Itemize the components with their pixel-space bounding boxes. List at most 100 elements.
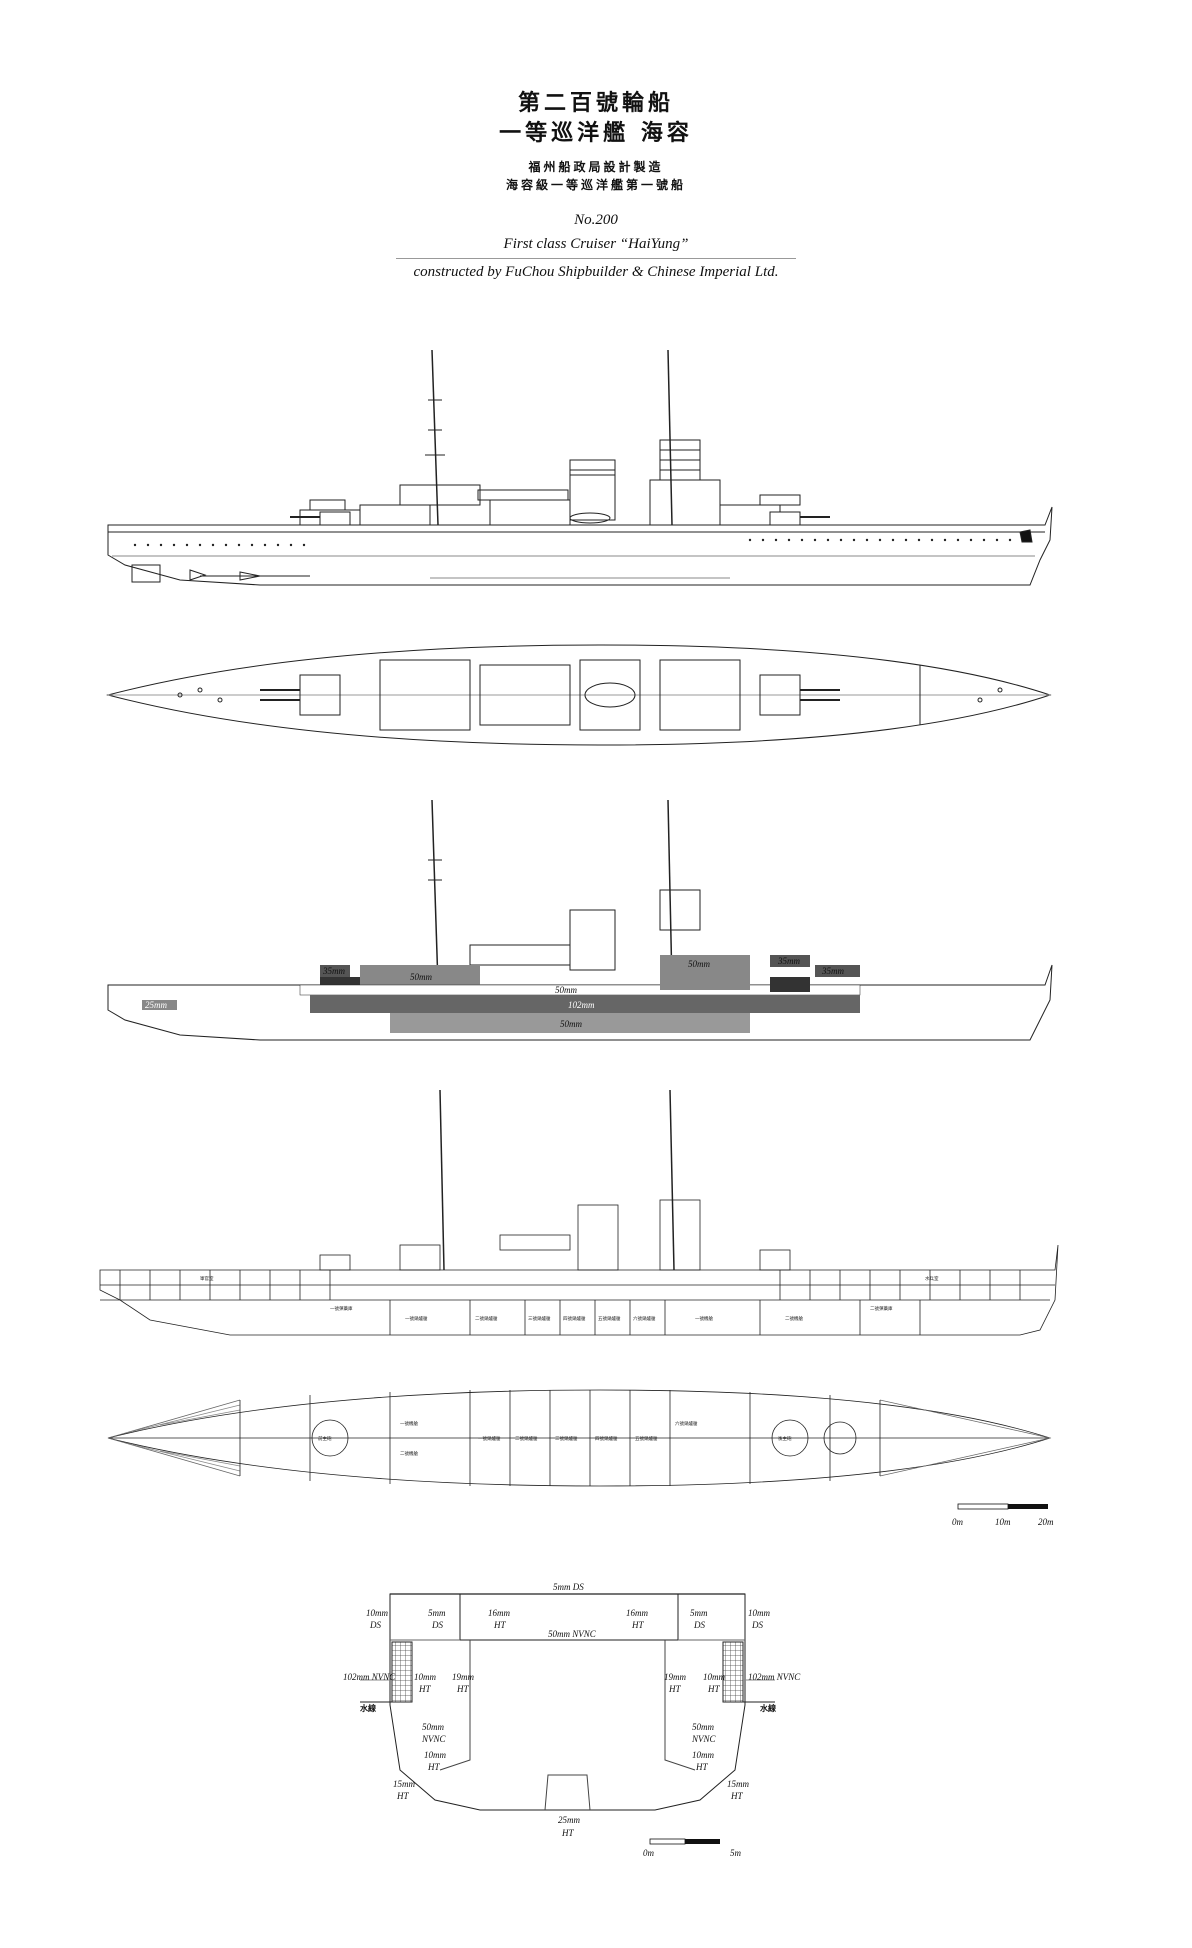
ip-label-boiler-6: 六號鍋爐艙 — [633, 1315, 656, 1322]
main-mast — [667, 349, 673, 526]
armor-blocks — [142, 955, 861, 1033]
armor-label-50-y: 50mm — [688, 959, 710, 969]
ip-label-boiler-1: 一號鍋爐艙 — [405, 1315, 428, 1322]
pl-label-boiler-3: 三號鍋爐艙 — [555, 1435, 578, 1442]
title-en-number: No.200 — [574, 212, 618, 228]
armor-35mm-aft — [770, 955, 810, 967]
plan-scale-bar: 0m 10m 20m — [952, 1503, 1054, 1527]
ip-label-boiler-2: 二號鍋爐艙 — [475, 1315, 498, 1322]
pl-label-boiler-2: 二號鍋爐艙 — [515, 1435, 538, 1442]
ip-label-engine-1: 一號機艙 — [695, 1315, 713, 1322]
sec-left-ht-1: 16mm — [488, 1608, 510, 1618]
inboard-plan-labels: 一號鍋爐艙 二號鍋爐艙 三號鍋爐艙 四號鍋爐艙 五號鍋爐艙 六號鍋爐艙 一號機艙… — [318, 1420, 792, 1457]
armor-label-35-y: 35mm — [821, 966, 844, 976]
ip-label-boiler-4: 四號鍋爐艙 — [563, 1315, 586, 1322]
armor-35mm-aft-lower — [770, 977, 810, 992]
deck-plan — [106, 644, 1052, 746]
ip-label-officers: 軍官室 — [200, 1275, 214, 1282]
inboard-plan — [107, 1389, 1052, 1487]
armor-35mm-fwd-upper — [320, 965, 350, 977]
pl-label-main-gun-y: 後主砲 — [778, 1435, 792, 1442]
title-en-builder: constructed by FuChou Shipbuilder & Chin… — [413, 264, 779, 280]
title-en-class: First class Cruiser “HaiYung” — [503, 236, 689, 252]
sec-r10ht2-1: 10mm — [692, 1750, 714, 1760]
armor-label-50-lower: 50mm — [560, 1019, 582, 1029]
plan-scale-10: 10m — [995, 1517, 1011, 1527]
sec-left-inner-1: 5mm — [428, 1608, 446, 1618]
inboard-profile-labels: 一號鍋爐艙 二號鍋爐艙 三號鍋爐艙 四號鍋爐艙 五號鍋爐艙 六號鍋爐艙 一號機艙… — [200, 1275, 939, 1322]
sec-r15ht-1: 15mm — [727, 1779, 749, 1789]
armor-50mm-barbette-y — [660, 955, 750, 990]
armor-102mm-belt — [310, 995, 860, 1013]
sec-l10ht2-2: HT — [427, 1762, 440, 1772]
sec-l15ht-1: 15mm — [393, 1779, 415, 1789]
sec-scale-5: 5m — [730, 1848, 742, 1858]
sec-left-outer-1: 10mm — [366, 1608, 388, 1618]
armor-label-102: 102mm — [568, 1000, 595, 1010]
title-cn-line4: 海容級一等巡洋艦第一號船 — [505, 178, 686, 192]
plan-barbette-y — [771, 1419, 809, 1457]
ip-label-engine-2: 二號機艙 — [785, 1315, 803, 1322]
inboard-profile — [99, 1089, 1059, 1336]
section-labels: 5mm DS 10mm DS 5mm DS 16mm HT 16mm HT 5m… — [343, 1582, 801, 1838]
turret-y — [769, 511, 801, 526]
sec-left-outer-2: DS — [369, 1620, 381, 1630]
section-scale-bar: 0m 5m — [643, 1838, 742, 1858]
pl-label-boiler-4: 四號鍋爐艙 — [595, 1435, 618, 1442]
armor-35mm-y — [815, 965, 860, 977]
sec-l10ht2-1: 10mm — [424, 1750, 446, 1760]
sec-l50nvnc-1: 50mm — [422, 1722, 444, 1732]
sec-waterline-left: 水線 — [359, 1703, 376, 1713]
sec-l10ht-1: 10mm — [414, 1672, 436, 1682]
armor-labels: 35mm 50mm 50mm 35mm 35mm 50mm 25mm 102mm… — [145, 956, 844, 1029]
inner-bulkhead-left — [439, 1640, 471, 1771]
title-rule — [396, 258, 796, 259]
armor-label-35-aft: 35mm — [777, 956, 800, 966]
armor-label-50-a: 50mm — [410, 972, 432, 982]
sec-r10ht2-2: HT — [695, 1762, 708, 1772]
armor-label-50-deck: 50mm — [555, 985, 577, 995]
section-outline — [389, 1593, 746, 1811]
pl-label-engine-1: 一號機艙 — [400, 1420, 418, 1427]
sec-bottom-2: HT — [561, 1828, 574, 1838]
title-cn-line2: 一等巡洋艦 海容 — [499, 120, 693, 146]
sec-nvnc-deck: 50mm NVNC — [548, 1629, 597, 1639]
sec-right-inner-2: DS — [693, 1620, 705, 1630]
sec-r50nvnc-2: NVNC — [691, 1734, 717, 1744]
sec-r19ht-1: 19mm — [664, 1672, 686, 1682]
sec-deck-top: 5mm DS — [553, 1582, 584, 1592]
title-cn-line1: 第二百號輪船 — [517, 90, 674, 116]
armor-label-25: 25mm — [145, 1000, 167, 1010]
plan-scale-20: 20m — [1038, 1517, 1054, 1527]
funnel — [569, 459, 616, 521]
fore-mast — [431, 349, 439, 526]
ip-label-boiler-5: 五號鍋爐艙 — [598, 1315, 621, 1322]
sec-r19ht-2: HT — [668, 1684, 681, 1694]
plan-barbette-a — [311, 1419, 349, 1457]
external-profile — [107, 349, 1053, 586]
sec-waterline-right: 水線 — [759, 1703, 776, 1713]
belt-armor-left — [391, 1641, 413, 1703]
sec-l19ht-1: 19mm — [452, 1672, 474, 1682]
belt-armor-right — [722, 1641, 744, 1703]
sec-right-ht-2: HT — [631, 1620, 644, 1630]
sec-l19ht-2: HT — [456, 1684, 469, 1694]
sec-l50nvnc-2: NVNC — [421, 1734, 447, 1744]
portholes — [133, 538, 1025, 547]
ip-label-crew: 水兵室 — [925, 1275, 939, 1282]
title-cn-line3: 福州船政局設計製造 — [528, 160, 664, 174]
sec-r10ht-1: 10mm — [703, 1672, 725, 1682]
turret-a — [319, 511, 351, 526]
bow-anchor-icon — [1019, 529, 1033, 543]
pl-label-boiler-5: 五號鍋爐艙 — [635, 1435, 658, 1442]
pl-label-engine-2: 二號機艙 — [400, 1450, 418, 1457]
sec-right-ht-1: 16mm — [626, 1608, 648, 1618]
armor-label-35-fwd: 35mm — [322, 966, 345, 976]
sec-left-inner-2: DS — [431, 1620, 443, 1630]
sec-r50nvnc-1: 50mm — [692, 1722, 714, 1732]
midship-section — [360, 1593, 775, 1811]
pl-label-boiler-1: 一號鍋爐艙 — [478, 1435, 501, 1442]
pl-label-boiler-6: 六號鍋爐艙 — [675, 1420, 698, 1427]
sec-right-outer-1: 10mm — [748, 1608, 770, 1618]
